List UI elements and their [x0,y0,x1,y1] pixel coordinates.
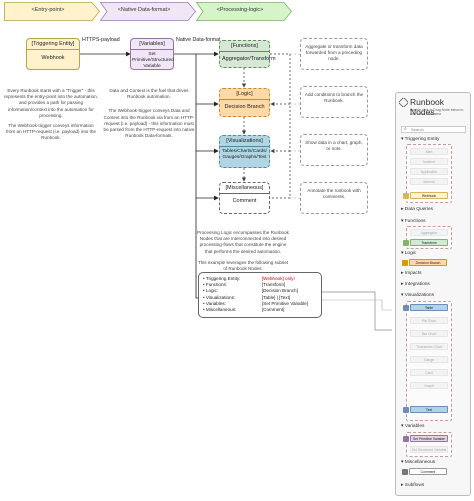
node-subset-bullets: • Triggering Entity:[Webhook] only! • Fu… [199,273,321,313]
logic-side-note: Add conditions to branch the Runbook. [300,86,368,118]
node-item[interactable]: Set Structured Variable [410,446,448,453]
section-triggering-entity[interactable]: ▾ Triggering Entity [401,137,440,142]
node-item-webhook[interactable]: Webhook [403,192,448,199]
panel-subtitle: Double-click or Drag Node below to add t… [410,108,464,117]
node-logic[interactable]: [Logic] Decision Branch [219,88,270,117]
chevron-processing-label: <Processing-logic> [216,7,264,13]
node-miscellaneous[interactable]: [Miscellaneous] Comment [219,182,270,214]
node-functions[interactable]: [Functions] Aggregator/Transform [219,40,276,68]
search-placeholder: Search [411,127,424,132]
node-item-text[interactable]: Text [403,406,448,413]
chevron-entry-point: <Entry-point> [4,2,100,21]
webhook-icon [403,193,409,199]
section-variables[interactable]: ▾ Variables [401,424,425,429]
group-trigger-items: Alert Incident Application Interval Webh… [403,144,452,203]
section-functions[interactable]: ▾ Functions [401,219,426,224]
panel-title: Runbook Nodes [410,97,445,117]
runbook-nodes-panel[interactable]: Runbook Nodes Double-click or Drag Node … [395,92,471,496]
node-item[interactable]: Incident [410,158,448,165]
node-item[interactable]: Interval [410,178,448,185]
transform-icon [403,240,409,246]
group-variable-items: Set Primitive Variable Set Structured Va… [403,432,452,457]
node-item[interactable]: Gauge [410,356,448,363]
chevron-native-data-format: <Native Data-format> [100,2,196,21]
node-triggering-entity[interactable]: [Triggering Entity] Webhook [26,38,80,70]
node-trigger-header: [Triggering Entity] [27,39,79,50]
node-visualizations[interactable]: [Visualizations] Tables/Charts/Cards/ Ga… [219,135,270,168]
processing-logic-description: Processing Logic encompasses the Runbook… [196,230,290,272]
section-data-queries[interactable]: ▸ Data Queries [401,207,434,212]
node-visualizations-body: Tables/Charts/Cards/ Gauges/Graphs/Text [222,149,267,161]
node-functions-body: Aggregator/Transform [222,56,276,62]
node-item[interactable]: Application [410,168,448,175]
text-icon [403,407,409,413]
group-viz-items: Table Pie Chart Bar Chart Timeseries Cha… [403,301,452,421]
node-item[interactable]: Bar Chart [410,330,448,337]
node-item-set-primitive-variable[interactable]: Set Primitive Variable [403,435,448,442]
node-visualizations-header: [Visualizations] [220,136,269,147]
section-integrations[interactable]: ▸ Integrations [401,282,430,287]
section-logic[interactable]: ▾ Logic [401,251,417,256]
node-item-transform[interactable]: Transform [403,239,448,246]
node-logic-header: [Logic] [220,89,269,100]
decision-branch-icon [402,260,408,266]
processing-desc-text: Processing Logic encompasses the Runbook… [197,230,289,254]
visualizations-side-note: Show data in a chart, graph, or note. [300,134,368,166]
node-variables-body: Set Primitive/Structured Variable [132,52,174,69]
section-impacts[interactable]: ▸ Impacts [401,271,422,276]
chevron-processing-logic: <Processing-logic> [196,2,292,21]
node-misc-body: Comment [232,198,257,204]
runbook-nodes-icon [399,98,408,107]
variable-icon [403,436,409,442]
functions-side-note: Aggregate or transform data forwarded fr… [300,38,368,70]
table-icon [403,305,409,311]
miscellaneous-side-note: Annotate the runbook with comments. [300,182,368,214]
node-variables[interactable]: [Variables] Set Primitive/Structured Var… [130,38,174,70]
comment-icon [402,469,408,475]
node-variables-header: [Variables] [131,39,173,50]
subset-item: • Variables:[Set Primitive Variable] [203,300,309,306]
node-item[interactable]: Timeseries Chart [410,343,448,350]
chevron-entry-label: <Entry-point> [31,7,65,13]
subset-item: • Functions:[Transform] [203,282,286,288]
section-visualizations[interactable]: ▾ Visualizations [401,293,434,298]
subset-item: • Logic:[Decision Branch] [203,288,298,294]
entry-desc-text: Every Runbook starts with a "Trigger" - … [4,88,98,118]
node-item[interactable]: Card [410,369,448,376]
https-payload-label: HTTPS-payload [82,37,120,43]
entry-point-description: Every Runbook starts with a "Trigger" - … [4,88,98,142]
subset-item: • Visualizations:[Table] | [Text] [203,294,291,300]
native-desc-text-2: The Webhook-trigger conveys Data and Con… [103,108,195,139]
node-logic-body: Decision Branch [224,104,265,110]
subset-item: • Triggering Entity:[Webhook] only! [203,276,295,281]
node-item[interactable]: Alert [410,148,448,155]
node-item[interactable]: Pie Chart [410,317,448,324]
node-item-comment[interactable]: Comment [402,468,447,475]
native-desc-text: Data and Context is the fuel that drives… [109,88,189,100]
node-item-table[interactable]: Table [403,304,448,311]
node-subset-list: • Triggering Entity:[Webhook] only! • Fu… [198,272,322,318]
panel-search-input[interactable]: ⌕ Search [401,126,466,133]
node-item-decision-branch[interactable]: Decision Branch [402,259,447,266]
node-trigger-body: Webhook [41,55,65,61]
node-item[interactable]: Aggregator [410,229,448,236]
section-subflows[interactable]: ▸ Subflows [401,483,425,488]
subset-item: • Miscellaneous:[Comment] [203,306,285,312]
section-miscellaneous[interactable]: ▾ Miscellaneous [401,460,436,465]
entry-desc-text-2: The Webhook-trigger conveys information … [6,122,96,141]
group-function-items: Aggregator Transform [403,226,452,249]
node-misc-header: [Miscellaneous] [220,183,269,194]
node-functions-header: [Functions] [220,41,269,52]
processing-desc-text-2: This example leverages the following sub… [197,259,289,271]
native-data-format-label: Native Data-format [176,37,221,43]
native-data-description: Data and Context is the fuel that drives… [102,88,196,139]
search-icon: ⌕ [404,126,407,132]
chevron-native-label: <Native Data-format> [117,7,171,13]
node-item[interactable]: Graph [410,382,448,389]
